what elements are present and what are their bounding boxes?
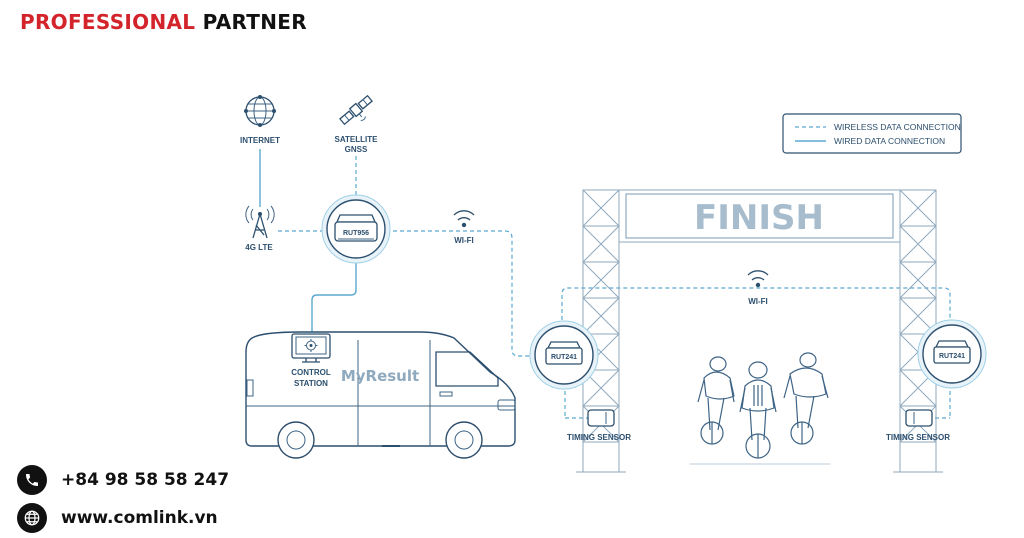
contact-website-row: www.comlink.vn	[17, 503, 218, 533]
van-brand-text: MyResult	[341, 367, 419, 385]
globe-icon	[17, 503, 47, 533]
timing-sensor-right-label: TIMING SENSOR	[886, 433, 950, 442]
satellite-label-1: SATELLITE	[335, 135, 379, 144]
satellite-label-2: GNSS	[345, 145, 368, 154]
legend: WIRELESS DATA CONNECTION WIRED DATA CONN…	[782, 113, 962, 154]
wifi-finish-label: WI-FI	[748, 297, 768, 306]
legend-wireless-label: WIRELESS DATA CONNECTION	[834, 122, 961, 132]
contact-phone-row: +84 98 58 58 247	[17, 465, 229, 495]
router-right: RUT241	[917, 319, 987, 389]
lte-label: 4G LTE	[245, 243, 273, 252]
router-icon	[933, 340, 971, 364]
monitor-gear-icon	[291, 333, 331, 363]
router-right-label: RUT241	[939, 353, 965, 360]
wifi-icon	[747, 270, 769, 288]
connections	[259, 149, 951, 419]
contact-phone[interactable]: +84 98 58 58 247	[61, 470, 230, 490]
header-title-dark: PARTNER	[202, 10, 307, 34]
router-main: RUT956	[321, 194, 391, 264]
timing-sensor-icon	[587, 409, 615, 427]
wireless-finish-wifi	[561, 287, 951, 327]
router-left-label: RUT241	[551, 354, 577, 361]
router-left: RUT241	[529, 320, 599, 390]
phone-icon	[17, 465, 47, 495]
header-title-red: PROFESSIONAL	[20, 10, 196, 34]
wired-router-control	[311, 262, 357, 334]
control-label-1: CONTROL	[291, 368, 331, 377]
timing-sensor-left-label: TIMING SENSOR	[567, 433, 631, 442]
router-icon	[334, 214, 378, 242]
cyclists-illustration	[690, 352, 830, 465]
legend-wired-label: WIRED DATA CONNECTION	[834, 136, 945, 146]
globe-internet-icon	[244, 95, 276, 127]
control-label-2: STATION	[294, 379, 328, 388]
finish-gate	[576, 189, 943, 473]
wifi-main-label: WI-FI	[454, 236, 474, 245]
internet-label: INTERNET	[240, 136, 280, 145]
finish-banner-text: FINISH	[694, 198, 824, 238]
van-illustration	[245, 331, 516, 459]
wifi-icon	[453, 210, 475, 228]
contact-website[interactable]: www.comlink.vn	[61, 508, 218, 528]
router-main-label: RUT956	[343, 230, 369, 237]
timing-sensor-icon	[905, 409, 933, 427]
router-icon	[545, 341, 583, 365]
wireless-router-wifi-left	[386, 230, 532, 357]
header-title: PROFESSIONAL PARTNER	[20, 10, 307, 34]
antenna-tower-icon	[245, 205, 275, 239]
satellite-icon	[339, 94, 373, 126]
